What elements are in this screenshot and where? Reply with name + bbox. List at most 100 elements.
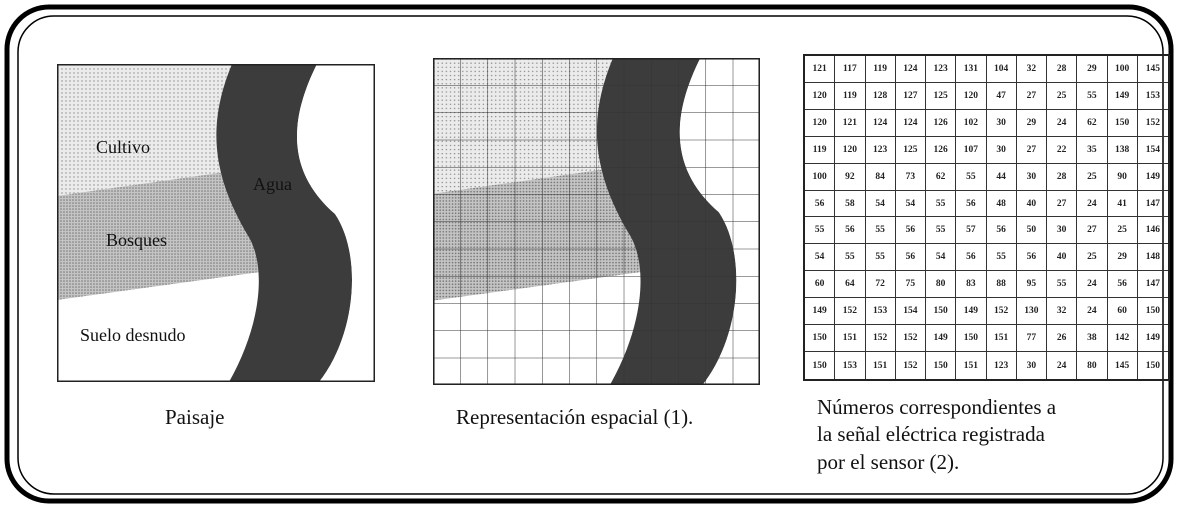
- grid-cell: 25: [1047, 82, 1078, 110]
- grid-cell: 150: [805, 325, 836, 353]
- grid-cell: 152: [895, 325, 926, 353]
- grid-cell: 80: [1077, 352, 1108, 379]
- bare-soil-right: [297, 64, 375, 382]
- grid-cell: 25: [1077, 244, 1108, 272]
- grid-cell: 150: [805, 352, 836, 379]
- grid-cell: 56: [1107, 271, 1138, 299]
- grid-cell: 54: [895, 190, 926, 218]
- grid-cell: 64: [835, 271, 866, 299]
- grid-cell: 56: [956, 244, 987, 272]
- grid-cell: 62: [1077, 109, 1108, 137]
- grid-cell: 24: [1047, 109, 1078, 137]
- grid-cell: 58: [835, 190, 866, 218]
- grid-cell: 44: [986, 163, 1017, 191]
- landscape-map: [57, 64, 375, 382]
- grid-cell: 41: [1107, 190, 1138, 218]
- grid-cell: 56: [956, 190, 987, 218]
- grid-cell: 119: [805, 136, 836, 164]
- grid-cell: 24: [1077, 298, 1108, 326]
- grid-cell: 54: [865, 190, 896, 218]
- rounded-frame: [4, 4, 1174, 504]
- grid-cell: 149: [1137, 164, 1168, 191]
- grid-cell: 120: [805, 109, 836, 137]
- grid-cell: 72: [865, 271, 896, 299]
- pixel-grid-overlay: [433, 58, 760, 385]
- grid-cell: 27: [1016, 136, 1047, 164]
- grid-cell: 90: [1107, 163, 1138, 191]
- grid-cell: 54: [805, 244, 836, 272]
- grid-cell: 55: [1047, 271, 1078, 299]
- grid-cell: 147: [1137, 191, 1168, 218]
- grid-cell: 152: [835, 298, 866, 326]
- grid-cell: 125: [926, 82, 957, 110]
- grid-cell: 55: [865, 217, 896, 245]
- grid-cell: 104: [986, 56, 1017, 83]
- grid-cell: 30: [986, 136, 1017, 164]
- grid-cell: 24: [1077, 271, 1108, 299]
- grid-cell: 56: [835, 217, 866, 245]
- grid-cell: 30: [1047, 217, 1078, 245]
- grid-cell: 55: [926, 217, 957, 245]
- grid-cell: 56: [1016, 244, 1047, 272]
- grid-cell: 56: [805, 190, 836, 218]
- grid-cell: 150: [1137, 298, 1168, 326]
- grid-cell: 138: [1107, 136, 1138, 164]
- grid-cell: 40: [1016, 190, 1047, 218]
- caption-landscape: Paisaje: [165, 405, 225, 429]
- water-region: [216, 64, 353, 382]
- grid-cell: 150: [1107, 109, 1138, 137]
- forest-region: [57, 164, 282, 300]
- grid-cell: 73: [895, 163, 926, 191]
- grid-cell: 30: [1017, 352, 1047, 379]
- grid-cell: 57: [956, 217, 987, 245]
- grid-cell: 100: [805, 163, 836, 191]
- grid-cell: 149: [956, 298, 987, 326]
- grid-cell: 50: [1016, 217, 1047, 245]
- grid-cell: 152: [896, 352, 926, 379]
- grid-cell: 150: [956, 325, 987, 353]
- grid-cell: 119: [865, 56, 896, 83]
- grid-cell: 27: [1077, 217, 1108, 245]
- grid-cell: 152: [865, 325, 896, 353]
- grid-cell: 60: [805, 271, 836, 299]
- grid-cell: 24: [1077, 190, 1108, 218]
- caption-spatial: Representación espacial (1).: [456, 405, 694, 429]
- grid-cell: 83: [956, 271, 987, 299]
- grid-cell: 29: [1107, 244, 1138, 272]
- grid-cell: 32: [1047, 298, 1078, 326]
- grid-cell: 95: [1016, 271, 1047, 299]
- grid-cell: 38: [1077, 325, 1108, 353]
- grid-cell: 84: [865, 163, 896, 191]
- caption-numbers-line-2: la señal eléctrica registrada: [817, 422, 1045, 447]
- grid-cell: 32: [1016, 56, 1047, 83]
- grid-cell: 55: [805, 217, 836, 245]
- grid-cell: 125: [895, 136, 926, 164]
- grid-cell: 25: [1107, 217, 1138, 245]
- grid-cell: 124: [895, 109, 926, 137]
- grid-cell: 55: [865, 244, 896, 272]
- grid-cell: 55: [956, 163, 987, 191]
- grid-cell: 149: [1107, 82, 1138, 110]
- grid-cell: 117: [835, 56, 866, 83]
- grid-cell: 145: [1137, 56, 1168, 83]
- grid-cell: 56: [895, 244, 926, 272]
- grid-cell: 131: [956, 56, 987, 83]
- grid-cell: 55: [835, 244, 866, 272]
- grid-cell: 124: [865, 109, 896, 137]
- grid-cell: 40: [1047, 244, 1078, 272]
- grid-cell: 150: [926, 298, 957, 326]
- grid-cell: 30: [1016, 163, 1047, 191]
- grid-cell: 35: [1077, 136, 1108, 164]
- grid-cell: 121: [835, 109, 866, 137]
- grid-cell: 128: [865, 82, 896, 110]
- grid-cell: 148: [1137, 244, 1168, 272]
- grid-cell: 149: [926, 325, 957, 353]
- grid-cell: 154: [1137, 137, 1168, 164]
- grid-cell: 152: [1137, 110, 1168, 137]
- grid-cell: 28: [1047, 163, 1078, 191]
- grid-cell: 29: [1016, 109, 1047, 137]
- grid-cell: 127: [895, 82, 926, 110]
- grid-cell: 121: [805, 56, 836, 83]
- grid-cell: 54: [926, 244, 957, 272]
